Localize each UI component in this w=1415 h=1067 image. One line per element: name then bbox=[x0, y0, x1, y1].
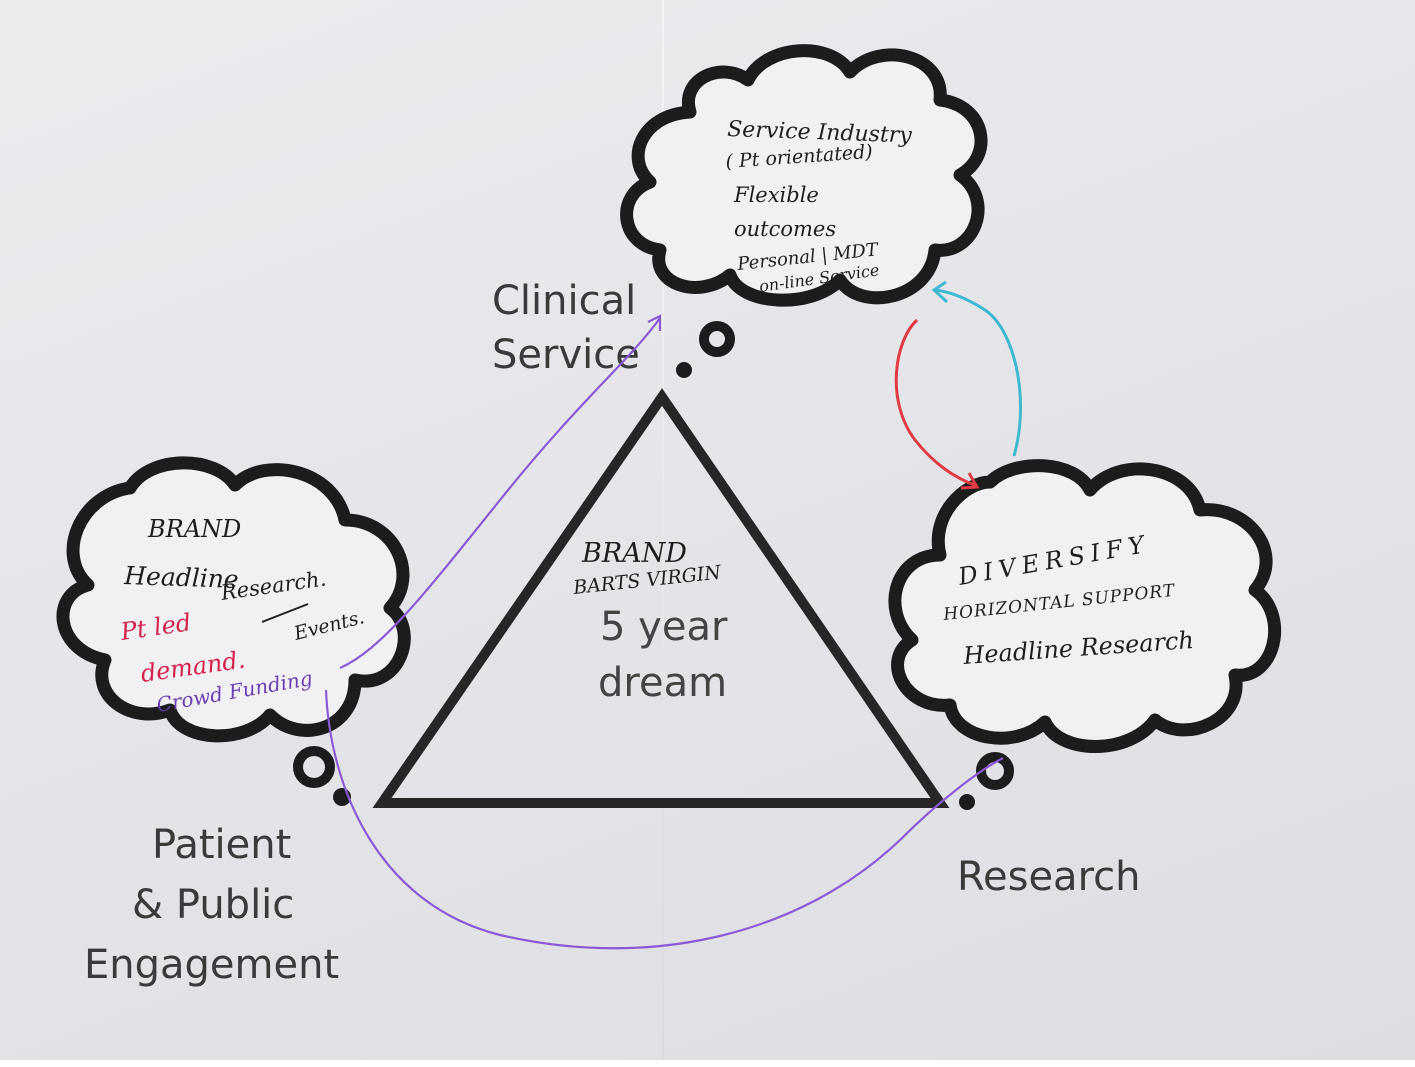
clinical-note: outcomes bbox=[734, 217, 836, 241]
patient-note: BRAND bbox=[147, 515, 241, 543]
thought-bubble-small bbox=[676, 362, 692, 378]
center-text: 5 year bbox=[600, 604, 728, 650]
label-service: Service bbox=[492, 332, 640, 378]
center-hand-note: BRAND bbox=[581, 538, 687, 569]
label-patient: Patient bbox=[152, 822, 291, 868]
divider-stroke bbox=[261, 603, 309, 623]
cloud-research bbox=[888, 459, 1282, 753]
thought-bubble-small bbox=[959, 794, 975, 810]
center-text: dream bbox=[598, 660, 727, 706]
patient-note: Headline bbox=[123, 561, 239, 594]
label-public: & Public bbox=[132, 882, 294, 928]
arrow-head bbox=[960, 472, 980, 490]
paper-fold bbox=[662, 0, 664, 1060]
arrow-crowdfunding-to-clinical bbox=[339, 317, 661, 670]
label-engagement: Engagement bbox=[84, 942, 339, 988]
center-notes: BRAND BARTS VIRGIN 5 year dream bbox=[571, 538, 728, 706]
thought-bubble-large bbox=[293, 746, 335, 788]
arrow-patient-to-research bbox=[324, 689, 1004, 950]
cloud-clinical bbox=[620, 44, 988, 307]
center-triangle bbox=[372, 388, 950, 808]
arrow-clinical-to-research bbox=[894, 318, 978, 488]
label-research: Research bbox=[957, 854, 1140, 900]
arrow-head bbox=[647, 314, 662, 331]
arrow-head bbox=[931, 280, 949, 304]
patient-notes: BRAND Headline Research. Pt led demand. … bbox=[118, 515, 367, 717]
arrow-research-to-clinical bbox=[935, 288, 1022, 457]
label-clinical: Clinical bbox=[492, 278, 636, 324]
clinical-note: Flexible bbox=[733, 183, 819, 207]
thought-bubble-large bbox=[699, 321, 735, 357]
cloud-patient bbox=[56, 456, 411, 743]
